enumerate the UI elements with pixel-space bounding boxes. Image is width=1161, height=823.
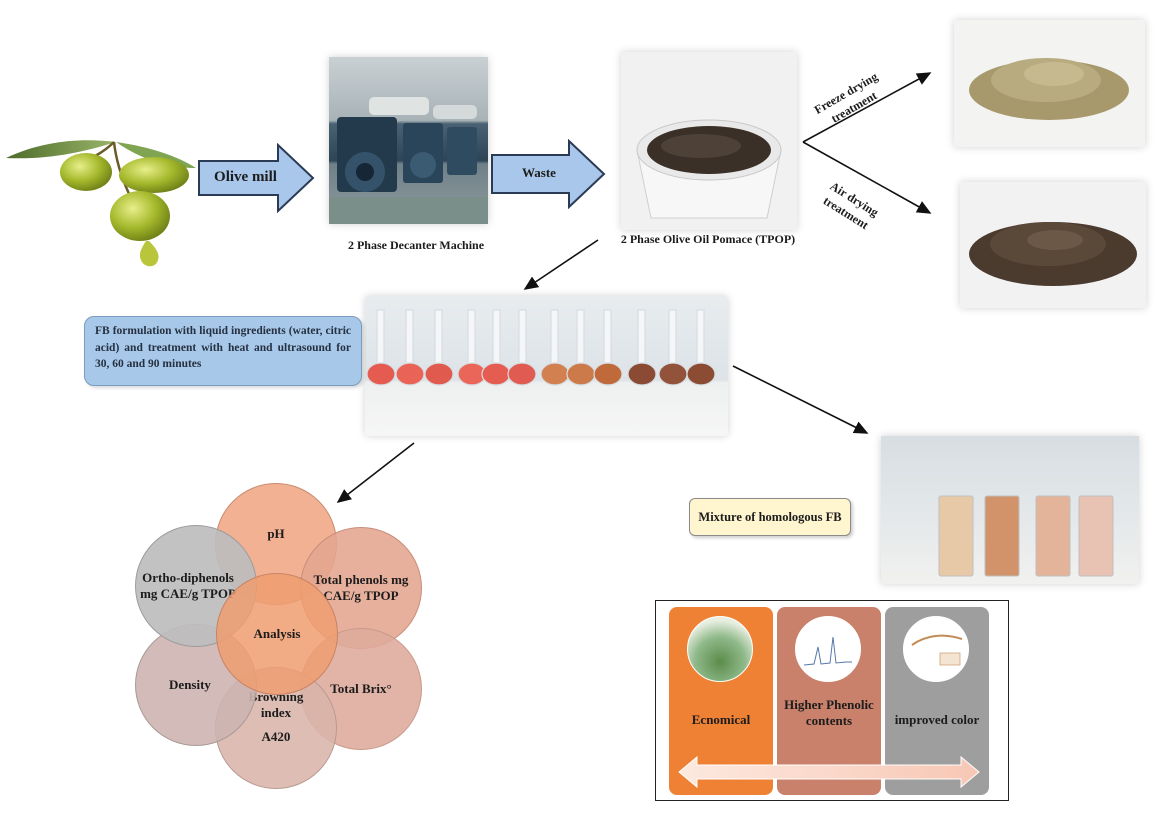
olive-mill-arrow: Olive mill [198,143,316,213]
circle-analysis-center: Analysis [216,573,338,695]
color-label: improved color [894,712,980,727]
volumetric-flasks-drawing [366,309,716,386]
cuvettes-drawing [938,495,1114,577]
formulation-box: FB formulation with liquid ingredients (… [84,316,362,386]
block-arrow-shape [198,143,315,213]
decanter-machines-drawing [329,97,488,224]
waste-arrow: Waste [491,139,607,209]
mixture-cuvettes-photo [881,436,1139,584]
powder-drawing [969,58,1129,120]
tpop-caption: 2 Phase Olive Oil Pomace (TPOP) [620,232,796,246]
phenolic-label: Higher Phenolic contents [784,697,874,729]
arrow-to-air-dried [802,141,932,214]
freeze-dried-powder-photo [954,20,1145,147]
decanter-machine-photo [329,57,488,224]
bucket-drawing [636,119,782,219]
block-arrow-shape [491,139,606,209]
double-headed-arrow [678,755,980,789]
mixture-box: Mixture of homologous FB [689,498,851,536]
density-label: Density [169,676,211,692]
economical-icon [687,616,753,682]
tpop-bucket-photo [621,52,797,230]
browning-label: Browning index A420 [249,689,304,746]
arrow-to-analysis [336,442,415,503]
total-phenols-label: Total phenols mg CAE/g TPOP [313,571,409,603]
air-dried-powder-photo [960,182,1146,308]
arrow-to-mixture [732,365,869,434]
browning-line2: index [260,704,292,720]
arrow-to-freeze-dried [802,72,932,143]
powder-drawing [969,222,1137,286]
economical-label: Ecnomical [691,712,751,727]
formulation-text: FB formulation with liquid ingredients (… [95,325,351,371]
total-brix-label: Total Brix° [330,680,392,696]
color-chart-icon [903,616,969,682]
waste-label: Waste [522,165,556,180]
chromatogram-icon [795,616,861,682]
decanter-caption: 2 Phase Decanter Machine [347,238,485,252]
orthodiphenols-label: Ortho-diphenols mg CAE/g TPOP [140,569,236,601]
olive-mill-label: Olive mill [214,169,277,185]
arrow-to-formulation [523,239,599,290]
ph-label: pH [267,525,285,541]
chromatogram-drawing [803,636,852,666]
olive-branch-image [6,140,196,267]
browning-line3: A420 [261,729,291,745]
mixture-text: Mixture of homologous FB [698,509,842,524]
flasks-photo [365,296,728,436]
color-chart-drawing [911,634,963,666]
analysis-center-label: Analysis [253,625,301,641]
